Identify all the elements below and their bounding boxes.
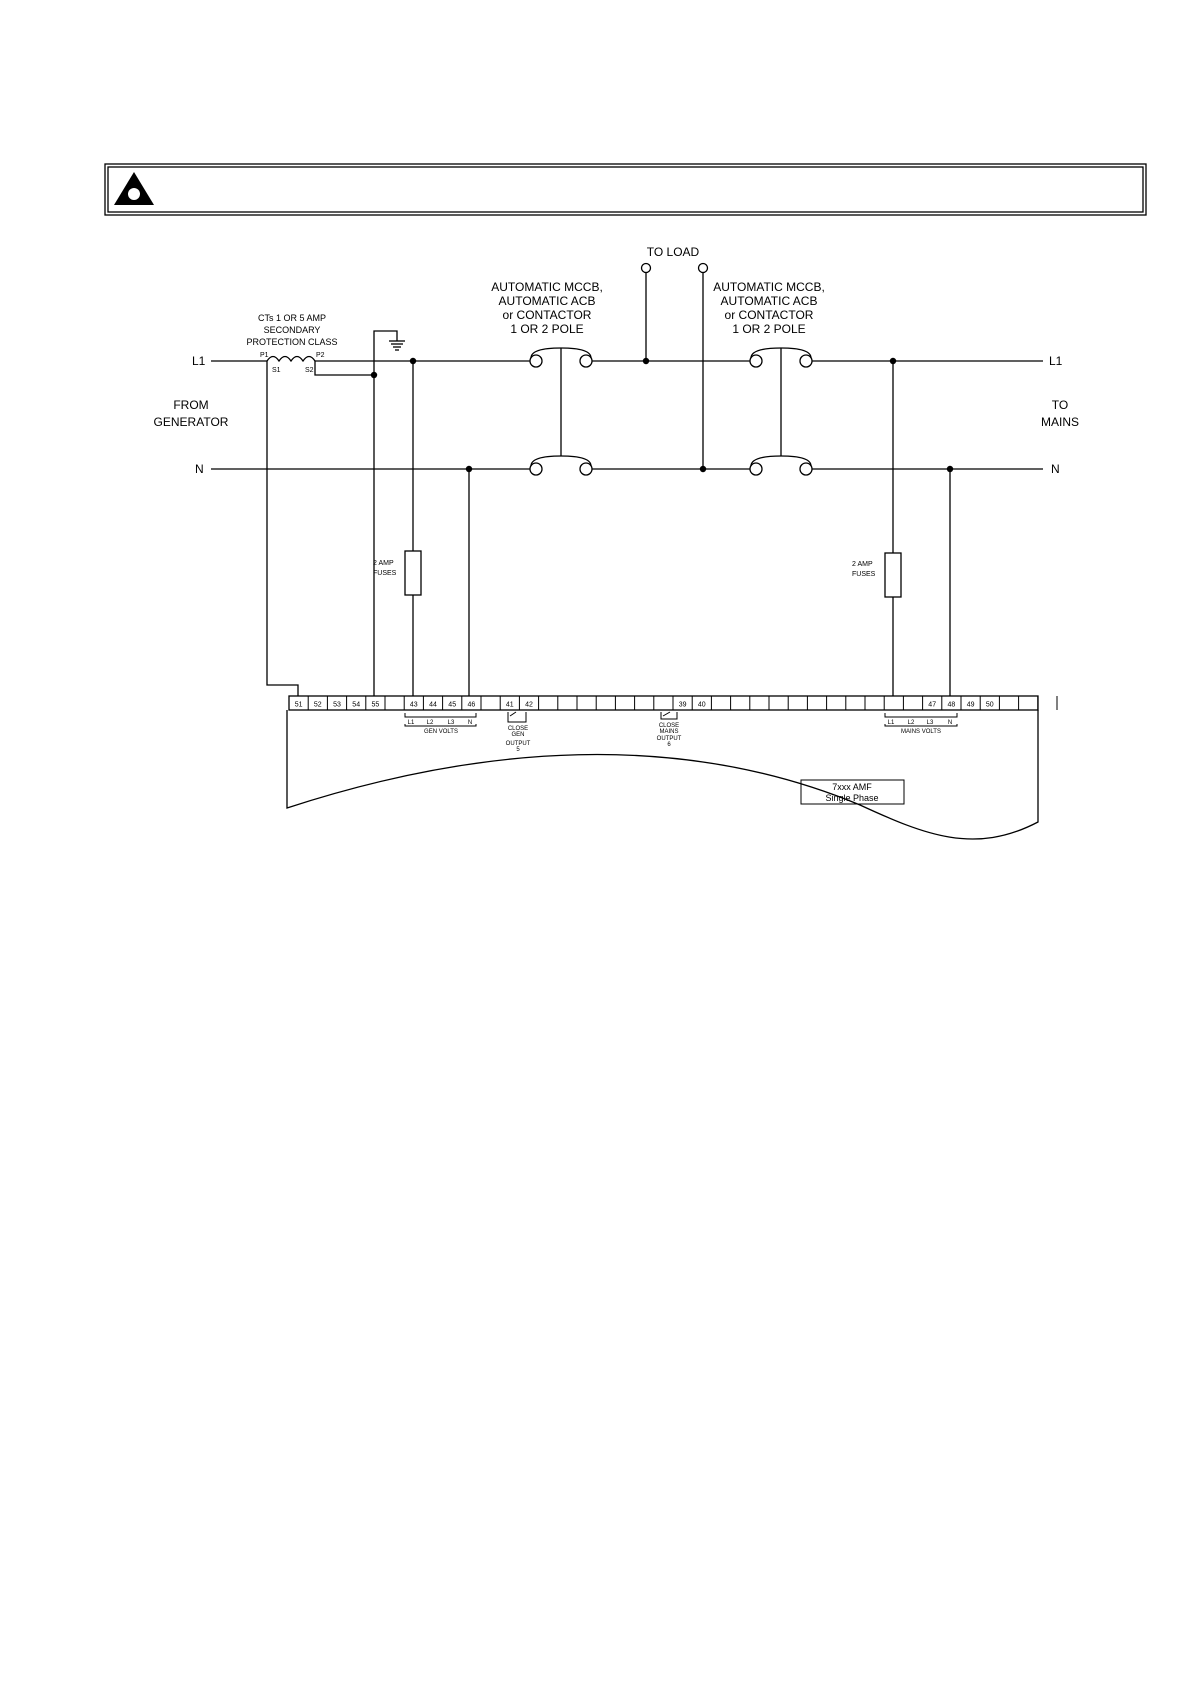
fuse-mains-label: 2 AMP FUSES xyxy=(852,561,876,578)
svg-text:AUTOMATIC ACB: AUTOMATIC ACB xyxy=(499,294,596,308)
l1-bus xyxy=(211,355,1043,363)
svg-text:GEN: GEN xyxy=(511,732,524,738)
warning-triangle-icon xyxy=(114,172,154,205)
ct-s2-label: S2 xyxy=(305,367,314,374)
terminal-42: 42 xyxy=(525,702,533,709)
terminal-53: 53 xyxy=(333,702,341,709)
svg-text:N: N xyxy=(468,720,472,726)
terminal-49: 49 xyxy=(967,702,975,709)
svg-text:N: N xyxy=(948,720,952,726)
mains-volts-wiring xyxy=(884,361,951,696)
svg-text:CTs 1 OR 5 AMP: CTs 1 OR 5 AMP xyxy=(258,313,326,323)
controller-module xyxy=(286,710,1039,840)
terminal-44: 44 xyxy=(429,702,437,709)
breaker-gen-label: AUTOMATIC MCCB, AUTOMATIC ACB or CONTACT… xyxy=(491,280,603,336)
svg-text:CLOSE: CLOSE xyxy=(659,723,679,729)
from-generator-label: FROM GENERATOR xyxy=(154,398,229,429)
svg-text:AUTOMATIC MCCB,: AUTOMATIC MCCB, xyxy=(713,280,825,294)
svg-text:L3: L3 xyxy=(927,720,934,726)
svg-text:or CONTACTOR: or CONTACTOR xyxy=(725,308,814,322)
svg-text:MAINS: MAINS xyxy=(659,729,678,735)
warning-banner xyxy=(104,163,1147,216)
n-right-label: N xyxy=(1051,462,1060,476)
terminal-55: 55 xyxy=(372,702,380,709)
terminal-47: 47 xyxy=(928,702,936,709)
svg-text:L1: L1 xyxy=(408,720,415,726)
breaker-mains-label: AUTOMATIC MCCB, AUTOMATIC ACB or CONTACT… xyxy=(713,280,825,336)
ct-p2-label: P2 xyxy=(316,352,325,359)
svg-text:FROM: FROM xyxy=(173,398,208,412)
terminal-51: 51 xyxy=(295,702,303,709)
svg-text:7xxx AMF: 7xxx AMF xyxy=(832,782,872,792)
mains-breaker xyxy=(749,347,813,476)
svg-text:2 AMP: 2 AMP xyxy=(852,561,873,568)
svg-text:AUTOMATIC ACB: AUTOMATIC ACB xyxy=(721,294,818,308)
svg-text:AUTOMATIC MCCB,: AUTOMATIC MCCB, xyxy=(491,280,603,294)
terminal-45: 45 xyxy=(448,702,456,709)
gen-volts-bracket: L1 L2 L3 N GEN VOLTS xyxy=(404,713,477,735)
l1-right-label: L1 xyxy=(1049,354,1063,368)
svg-text:GENERATOR: GENERATOR xyxy=(154,415,229,429)
svg-text:1 OR 2 POLE: 1 OR 2 POLE xyxy=(732,322,805,336)
module-label: 7xxx AMF Single Phase xyxy=(800,779,905,805)
earth-ground-icon xyxy=(373,330,405,375)
terminal-50: 50 xyxy=(986,702,994,709)
svg-text:L1: L1 xyxy=(888,720,895,726)
svg-text:2 AMP: 2 AMP xyxy=(373,560,394,567)
svg-text:6: 6 xyxy=(667,742,671,748)
svg-text:L3: L3 xyxy=(448,720,455,726)
svg-text:PROTECTION CLASS: PROTECTION CLASS xyxy=(246,337,337,347)
ct-label: CTs 1 OR 5 AMP SECONDARY PROTECTION CLAS… xyxy=(246,313,337,347)
svg-text:SECONDARY: SECONDARY xyxy=(264,325,321,335)
terminal-46: 46 xyxy=(468,702,476,709)
terminal-48: 48 xyxy=(948,702,956,709)
svg-text:CLOSE: CLOSE xyxy=(508,726,528,732)
n-left-label: N xyxy=(195,462,204,476)
svg-text:OUTPUT: OUTPUT xyxy=(657,736,682,742)
mains-volts-bracket: L1 L2 L3 N MAINS VOLTS xyxy=(884,713,958,735)
terminal-52: 52 xyxy=(314,702,322,709)
close-gen-output: CLOSE GEN OUTPUT 5 xyxy=(506,711,531,753)
terminal-54: 54 xyxy=(352,702,360,709)
l1-left-label: L1 xyxy=(192,354,206,368)
ct-secondary-wiring xyxy=(266,361,375,696)
svg-text:MAINS: MAINS xyxy=(1041,415,1079,429)
gen-breaker xyxy=(529,347,593,476)
svg-text:L2: L2 xyxy=(427,720,434,726)
fuse-gen-label: 2 AMP FUSES xyxy=(373,560,397,577)
svg-text:TO: TO xyxy=(1052,398,1068,412)
svg-text:OUTPUT: OUTPUT xyxy=(506,741,531,747)
svg-text:FUSES: FUSES xyxy=(852,571,876,578)
junction-dots xyxy=(370,357,954,473)
svg-text:5: 5 xyxy=(516,747,520,753)
terminal-40: 40 xyxy=(698,702,706,709)
terminal-strip: 51 52 53 54 55 43 44 45 46 41 42 39 40 47 48 49 50 xyxy=(288,695,1058,711)
terminal-41: 41 xyxy=(506,702,514,709)
close-mains-output: CLOSE MAINS OUTPUT 6 xyxy=(657,711,682,748)
to-mains-label: TO MAINS xyxy=(1041,398,1079,429)
svg-text:Single Phase: Single Phase xyxy=(825,793,878,803)
gen-volts-wiring xyxy=(404,361,470,696)
svg-text:or CONTACTOR: or CONTACTOR xyxy=(503,308,592,322)
svg-text:1 OR 2 POLE: 1 OR 2 POLE xyxy=(510,322,583,336)
terminal-39: 39 xyxy=(679,702,687,709)
mains-volts-label: MAINS VOLTS xyxy=(901,729,941,735)
terminal-43: 43 xyxy=(410,702,418,709)
ct-p1-label: P1 xyxy=(260,352,269,359)
load-terminals xyxy=(640,262,709,469)
gen-volts-label: GEN VOLTS xyxy=(424,729,458,735)
to-load-label: TO LOAD xyxy=(647,245,700,259)
svg-text:L2: L2 xyxy=(908,720,915,726)
svg-text:FUSES: FUSES xyxy=(373,570,397,577)
ct-s1-label: S1 xyxy=(272,367,281,374)
